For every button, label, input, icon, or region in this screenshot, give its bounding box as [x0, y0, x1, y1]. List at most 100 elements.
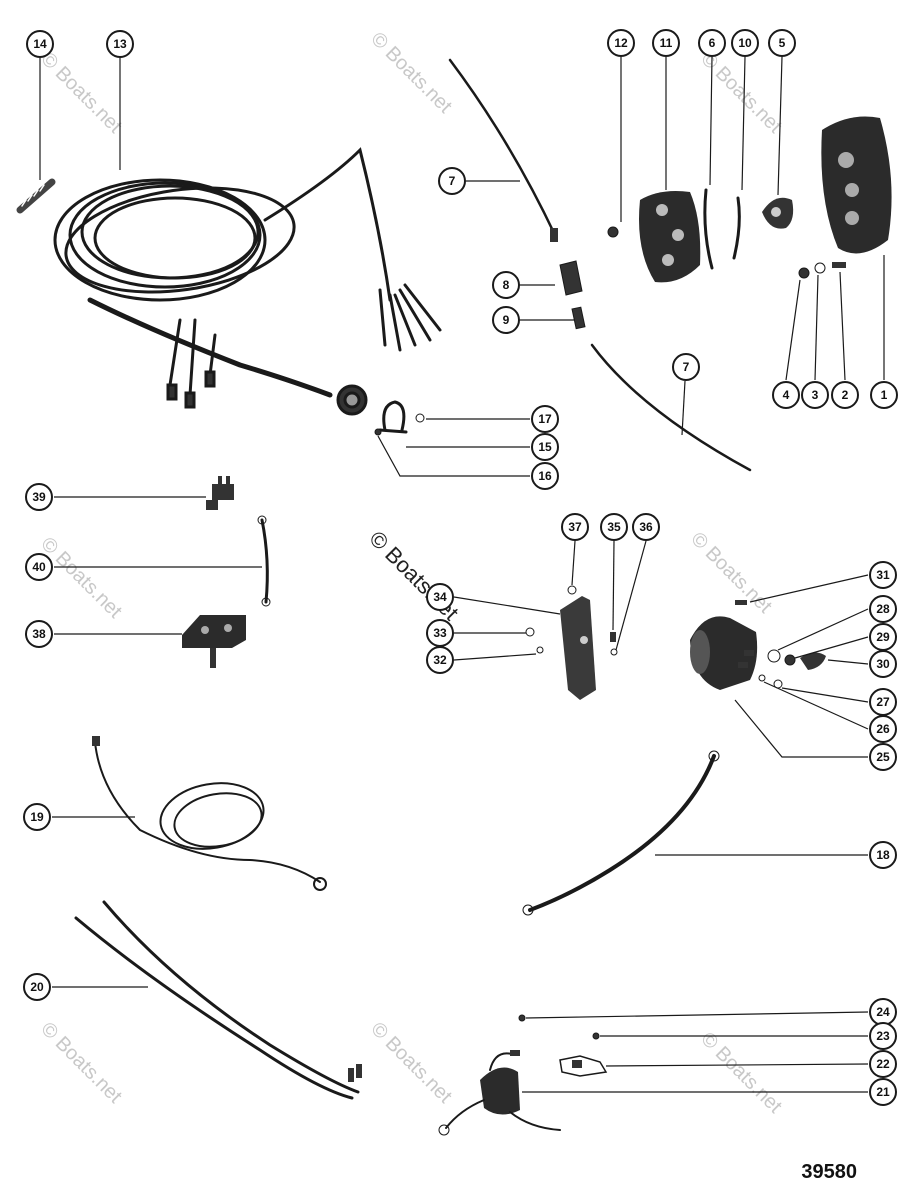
callout-24: 24	[869, 998, 897, 1026]
svg-text:16: 16	[538, 469, 552, 483]
callout-4: 4	[772, 381, 800, 409]
svg-text:33: 33	[433, 626, 447, 640]
callout-18: 18	[869, 841, 897, 869]
part-32-washer	[536, 646, 544, 654]
part-20-lead	[74, 900, 362, 1100]
figure-number: 39580	[801, 1161, 857, 1183]
callout-13: 13	[106, 30, 134, 58]
svg-text:21: 21	[876, 1085, 890, 1099]
callout-2: 2	[831, 381, 859, 409]
callout-26: 26	[869, 715, 897, 743]
callout-9: 9	[492, 306, 520, 334]
callout-22: 22	[869, 1050, 897, 1078]
callout-20: 20	[23, 973, 51, 1001]
watermark: © Boats.net	[36, 48, 126, 138]
part-28-washer	[767, 649, 781, 663]
callout-31: 31	[869, 561, 897, 589]
svg-text:3: 3	[812, 388, 819, 402]
callout-16: 16	[531, 462, 559, 490]
callout-7-upper: 7	[438, 167, 466, 195]
callout-28: 28	[869, 595, 897, 623]
watermark: © Boats.net	[696, 1028, 786, 1118]
svg-text:12: 12	[614, 36, 628, 50]
part-25-switch	[690, 616, 758, 690]
callout-5: 5	[768, 29, 796, 57]
callout-12: 12	[607, 29, 635, 57]
watermark: © Boats.net	[36, 1018, 126, 1108]
svg-text:28: 28	[876, 602, 890, 616]
part-1-housing	[821, 116, 892, 254]
part-24-screw	[518, 1014, 526, 1022]
svg-text:38: 38	[32, 627, 46, 641]
svg-text:15: 15	[538, 440, 552, 454]
svg-text:7: 7	[449, 174, 456, 188]
part-30-boot	[800, 652, 826, 670]
watermark: © Boats.net	[696, 48, 786, 138]
watermark: © Boats.net	[36, 533, 126, 623]
callout-14: 14	[26, 30, 54, 58]
svg-text:31: 31	[876, 568, 890, 582]
part-35-screw	[610, 632, 616, 642]
part-18-cable	[522, 750, 720, 916]
svg-text:24: 24	[876, 1005, 890, 1019]
callout-17: 17	[531, 405, 559, 433]
part-8-boot	[559, 260, 583, 296]
part-10-lead	[732, 196, 741, 260]
svg-text:20: 20	[30, 980, 44, 994]
part-17-nut	[415, 413, 425, 423]
callout-34: 34	[426, 583, 454, 611]
svg-text:27: 27	[876, 695, 890, 709]
callout-33: 33	[426, 619, 454, 647]
svg-text:2: 2	[842, 388, 849, 402]
callout-29: 29	[869, 623, 897, 651]
svg-text:11: 11	[660, 36, 673, 50]
part-11-plate	[639, 191, 701, 283]
part-12-screw	[607, 226, 619, 238]
part-26-washer	[758, 674, 766, 682]
svg-text:22: 22	[876, 1057, 890, 1071]
callout-3: 3	[801, 381, 829, 409]
svg-text:34: 34	[433, 590, 447, 604]
part-37-washer	[567, 585, 577, 595]
callout-6: 6	[698, 29, 726, 57]
part-36-nut	[610, 648, 618, 656]
svg-text:7: 7	[683, 360, 690, 374]
part-3-washer	[814, 262, 826, 274]
svg-text:35: 35	[607, 520, 621, 534]
callout-40: 40	[25, 553, 53, 581]
callout-19: 19	[23, 803, 51, 831]
callout-36: 36	[632, 513, 660, 541]
part-7-cable	[448, 58, 752, 472]
callout-11: 11	[652, 29, 680, 57]
callout-23: 23	[869, 1022, 897, 1050]
part-19-lead	[92, 736, 327, 891]
svg-text:8: 8	[503, 278, 510, 292]
part-31-screw	[735, 600, 747, 605]
svg-text:6: 6	[709, 36, 716, 50]
part-13-wiring-harness	[53, 147, 442, 416]
svg-text:29: 29	[876, 630, 890, 644]
svg-text:40: 40	[32, 560, 46, 574]
svg-text:39: 39	[32, 490, 46, 504]
leader-lines	[39, 56, 885, 1093]
svg-text:36: 36	[639, 520, 653, 534]
callout-8: 8	[492, 271, 520, 299]
part-23-screw	[592, 1032, 600, 1040]
svg-text:25: 25	[876, 750, 890, 764]
svg-text:10: 10	[738, 36, 752, 50]
part-22-plate	[559, 1055, 608, 1077]
watermark-center: © Boats.net	[364, 526, 463, 625]
callout-35: 35	[600, 513, 628, 541]
svg-text:18: 18	[876, 848, 890, 862]
svg-text:14: 14	[33, 37, 47, 51]
svg-text:26: 26	[876, 722, 890, 736]
svg-text:9: 9	[503, 313, 510, 327]
part-4-nut	[798, 267, 810, 279]
svg-text:13: 13	[113, 37, 127, 51]
part-15-clamp	[378, 400, 408, 434]
svg-text:1: 1	[881, 388, 888, 402]
watermark: © Boats.net	[366, 1018, 456, 1108]
parts-layer	[16, 58, 892, 1136]
svg-text:17: 17	[538, 412, 552, 426]
svg-text:30: 30	[876, 657, 890, 671]
